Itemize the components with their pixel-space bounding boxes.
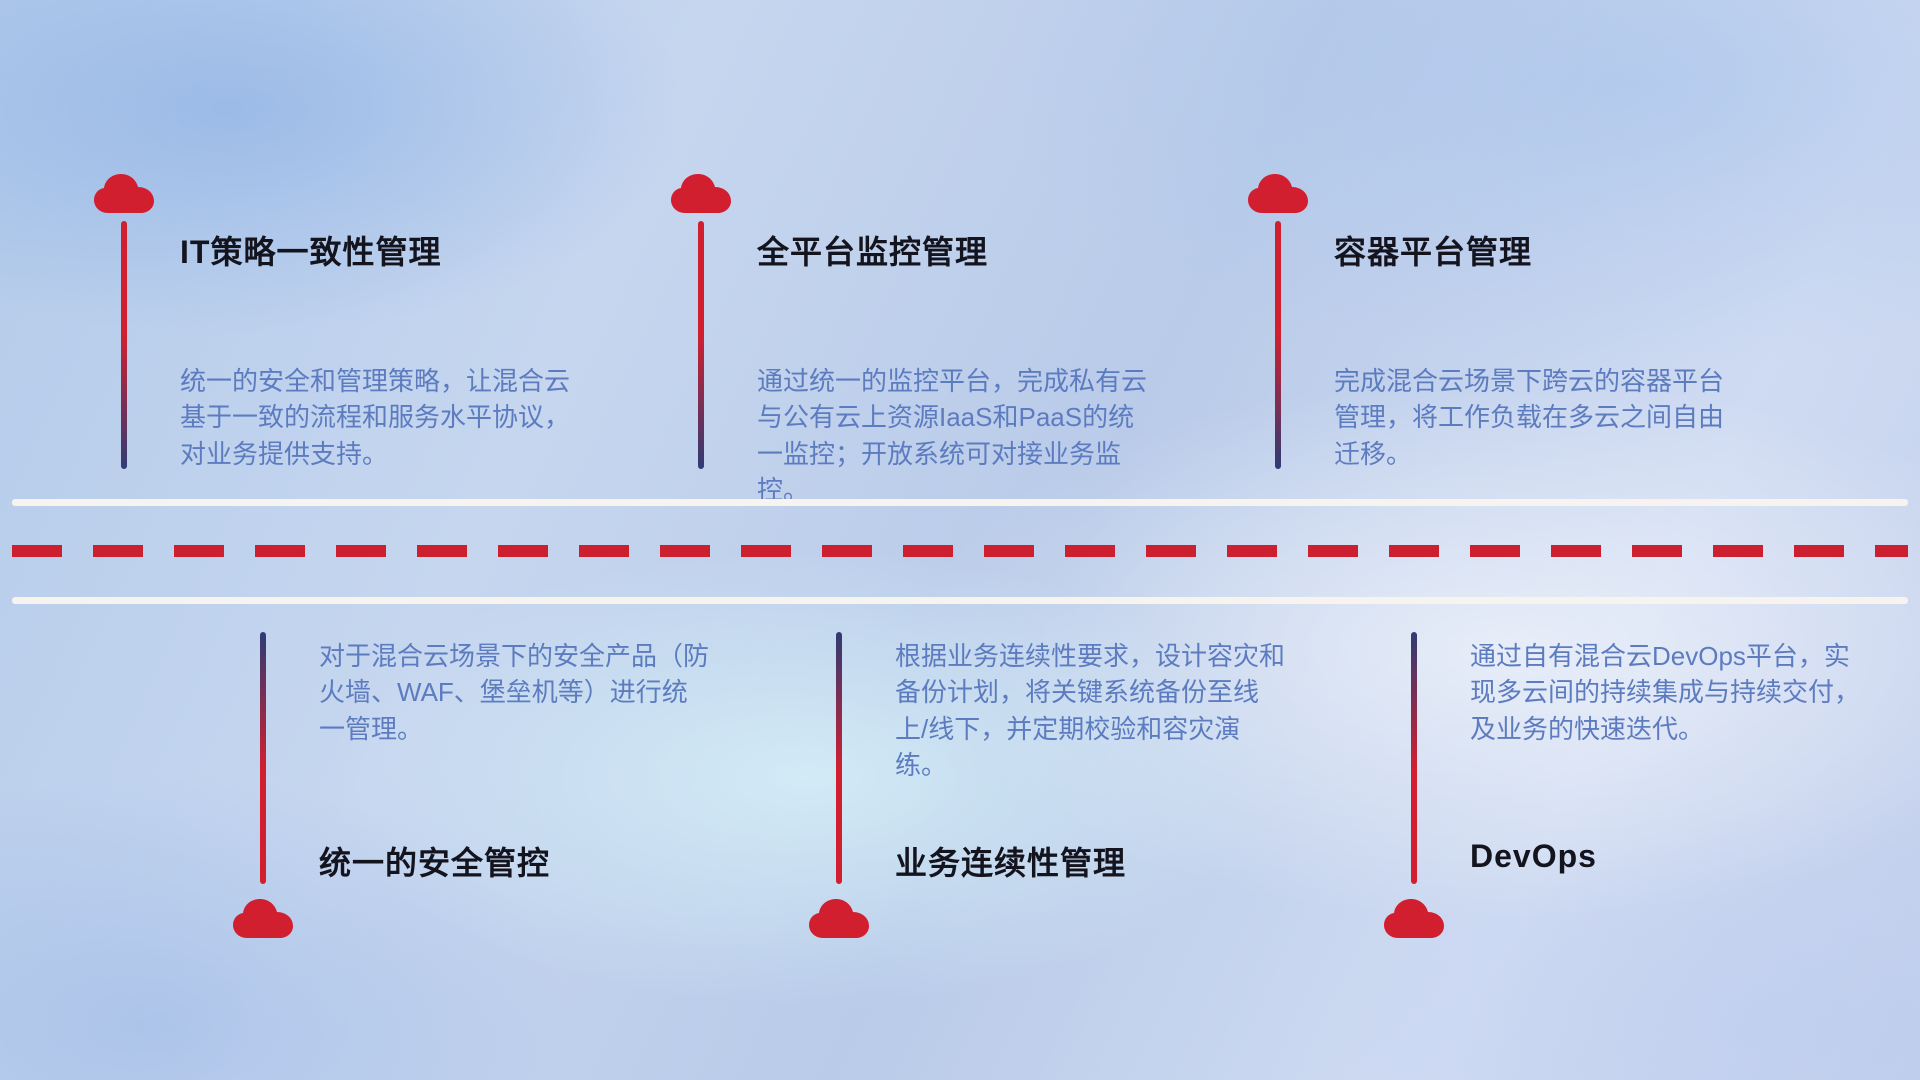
- cloud-icon: [230, 896, 296, 940]
- cloud-icon: [668, 171, 734, 215]
- connector-line: [1411, 632, 1417, 884]
- item-description: 通过自有混合云DevOps平台，实现多云间的持续集成与持续交付，及业务的快速迭代…: [1470, 641, 1861, 744]
- item-title: 业务连续性管理: [895, 845, 1127, 881]
- cloud-icon: [91, 171, 157, 215]
- item-title: 统一的安全管控: [319, 845, 551, 881]
- connector-line: [836, 632, 842, 884]
- item-description: 统一的安全和管理策略，让混合云基于一致的流程和服务水平协议，对业务提供支持。: [180, 366, 571, 469]
- cloud-icon: [1381, 896, 1447, 940]
- cloud-icon: [806, 896, 872, 940]
- item-title: 容器平台管理: [1334, 234, 1533, 270]
- item-title: 全平台监控管理: [757, 234, 989, 270]
- connector-line: [121, 221, 127, 469]
- dashed-center-line: [12, 545, 1908, 557]
- divider-top-line: [12, 499, 1908, 506]
- cloud-icon: [1245, 171, 1311, 215]
- connector-line: [698, 221, 704, 469]
- item-title: DevOps: [1470, 838, 1597, 874]
- item-description: 根据业务连续性要求，设计容灾和备份计划，将关键系统备份至线上/线下，并定期校验和…: [895, 641, 1286, 781]
- item-description: 对于混合云场景下的安全产品（防火墙、WAF、堡垒机等）进行统一管理。: [319, 641, 710, 744]
- item-title: IT策略一致性管理: [180, 234, 442, 270]
- item-description: 完成混合云场景下跨云的容器平台管理，将工作负载在多云之间自由迁移。: [1334, 366, 1725, 469]
- connector-line: [1275, 221, 1281, 469]
- item-description: 通过统一的监控平台，完成私有云与公有云上资源IaaS和PaaS的统一监控；开放系…: [757, 366, 1148, 506]
- connector-line: [260, 632, 266, 884]
- divider-bottom-line: [12, 597, 1908, 604]
